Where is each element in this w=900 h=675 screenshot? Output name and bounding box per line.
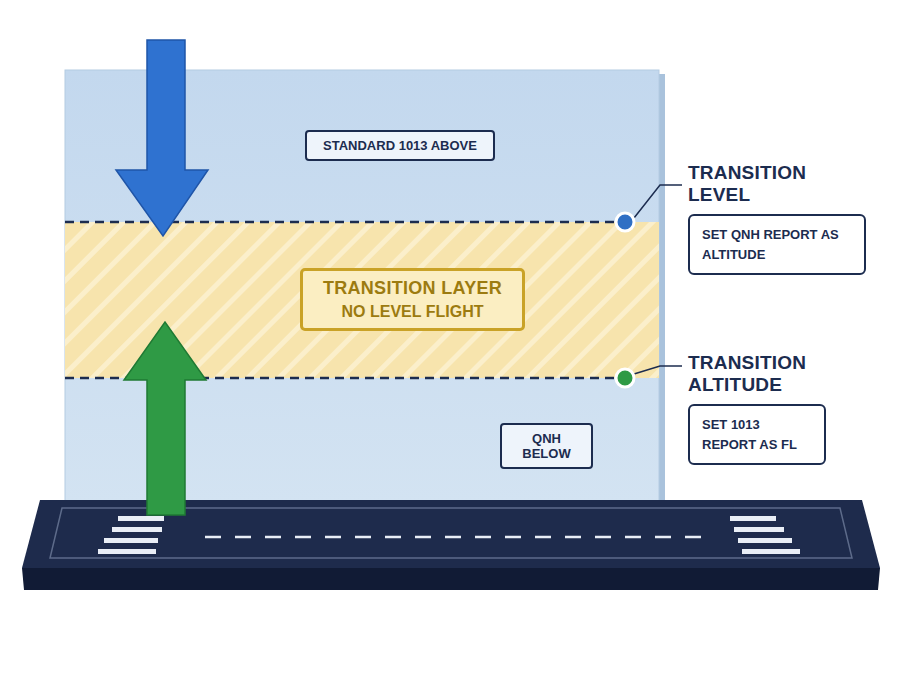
transition-layer-label: TRANSITION LAYER NO LEVEL FLIGHT xyxy=(300,268,525,331)
altitude-marker xyxy=(616,369,634,387)
leader-line xyxy=(634,366,682,374)
threshold-markings xyxy=(98,516,800,554)
box-title: STANDARD 1013 ABOVE xyxy=(323,138,477,153)
box-title: QNH BELOW xyxy=(510,431,583,461)
runway-edge xyxy=(22,568,880,590)
box-subtitle: NO LEVEL FLIGHT xyxy=(303,303,522,321)
climb-arrow xyxy=(124,322,206,515)
callout-heading: TRANSITION LEVEL xyxy=(688,162,868,206)
descent-arrow xyxy=(116,40,208,236)
runway-centerline xyxy=(205,536,705,539)
leader-line xyxy=(634,185,682,218)
transition-altitude-callout: TRANSITION ALTITUDE SET 1013 REPORT AS FL xyxy=(688,352,868,465)
region-label: STANDARD 1013 ABOVE xyxy=(305,130,495,161)
transition-level-callout: TRANSITION LEVEL SET QNH REPORT AS ALTITU… xyxy=(688,162,868,275)
transition-level-line xyxy=(65,221,616,224)
level-marker xyxy=(616,213,634,231)
callout-instruction: SET QNH REPORT AS ALTITUDE xyxy=(688,214,866,275)
box-title: TRANSITION LAYER xyxy=(303,278,522,299)
callout-instruction: SET 1013 REPORT AS FL xyxy=(688,404,826,465)
region-label: QNH BELOW xyxy=(500,423,593,469)
callout-heading: TRANSITION ALTITUDE xyxy=(688,352,868,396)
